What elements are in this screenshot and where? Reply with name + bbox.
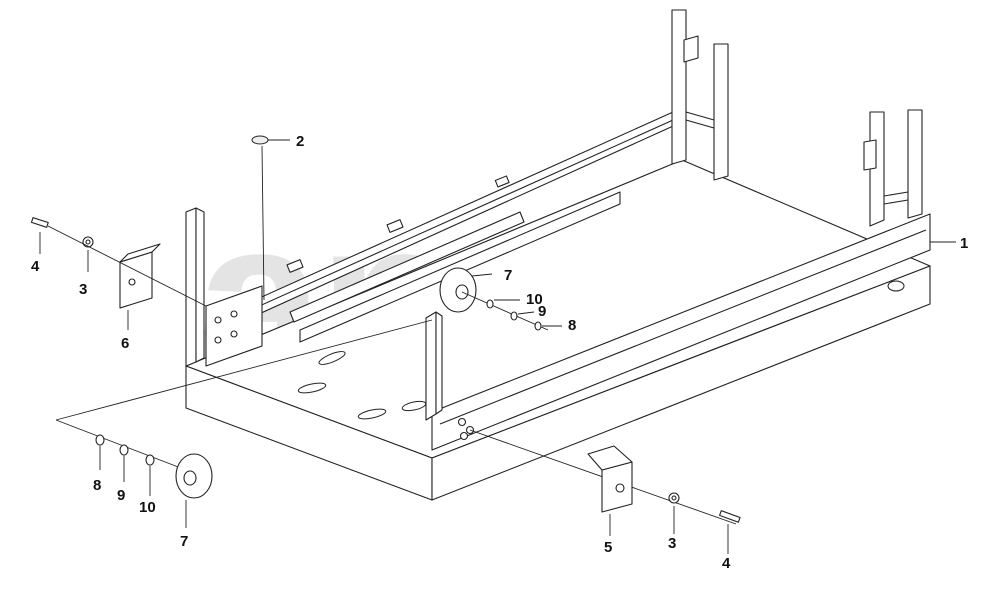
rail-clip xyxy=(286,259,304,273)
tray-divider-rail-lower xyxy=(299,191,621,343)
rear-bracket-right xyxy=(863,139,877,171)
callout-4: 4 xyxy=(722,555,731,572)
corner-hole xyxy=(459,431,469,441)
bolt-4-right xyxy=(719,510,741,523)
bracket-hole xyxy=(615,483,625,493)
center-wheel-stack xyxy=(439,267,562,331)
washer-10-center xyxy=(486,299,494,309)
callout-3: 3 xyxy=(79,281,87,298)
left-hardware xyxy=(30,217,207,330)
rear-crossbar-lower xyxy=(685,119,715,129)
leader-line xyxy=(261,145,265,301)
callout-7: 7 xyxy=(504,267,512,284)
rear-right-crossbar-lower xyxy=(883,199,909,205)
callout-8: 8 xyxy=(93,477,101,494)
left-wheel-stack xyxy=(55,319,433,528)
floor-slot xyxy=(357,408,387,420)
bracket-hole xyxy=(128,278,136,286)
plate-hole xyxy=(214,336,222,344)
washer-9-left xyxy=(119,444,129,456)
center-post-side xyxy=(435,311,443,415)
washer-hole xyxy=(671,495,677,501)
right-hardware xyxy=(469,429,741,554)
floor-slot xyxy=(318,351,346,365)
leader-line xyxy=(471,273,493,277)
callout-5: 5 xyxy=(604,539,612,556)
rail-crease xyxy=(439,229,927,425)
rear-rail-edge xyxy=(205,115,683,331)
leader-line xyxy=(55,319,433,421)
left-front-post xyxy=(185,207,197,367)
leader-line xyxy=(517,311,535,315)
callout-4: 4 xyxy=(31,258,40,275)
bracket-6-flange xyxy=(119,243,161,263)
rear-right-crossbar xyxy=(883,191,909,197)
left-front-post-side xyxy=(195,207,205,363)
rear-bracket-left xyxy=(683,35,699,63)
callout-10: 10 xyxy=(139,499,156,516)
callout-9: 9 xyxy=(117,487,125,504)
rear-post-right-b xyxy=(907,109,923,219)
tray-right-rail xyxy=(431,213,931,451)
part-2-grommet xyxy=(251,135,290,301)
washer-9-center xyxy=(510,311,518,321)
rear-crossbar xyxy=(685,111,715,121)
rail-clip xyxy=(386,219,404,233)
rear-post-left-b xyxy=(713,43,729,181)
callouts: 1 2 3 3 4 4 5 6 7 7 8 8 9 9 10 10 xyxy=(31,133,968,572)
left-mount-plate xyxy=(205,285,263,367)
washer-hole xyxy=(85,239,91,245)
washer-10-left xyxy=(145,454,155,466)
leader-line xyxy=(55,419,187,471)
tray-divider-rail xyxy=(289,211,525,323)
callout-9: 9 xyxy=(538,303,546,320)
callout-10: 10 xyxy=(526,291,543,308)
bolt-4-left xyxy=(30,217,49,228)
tray-right-skirt xyxy=(431,265,931,501)
callout-7: 7 xyxy=(180,533,188,550)
wheel-hub xyxy=(183,470,197,486)
tray-assembly xyxy=(185,9,931,501)
washer-8-left xyxy=(95,434,105,446)
leader-line xyxy=(47,225,207,307)
washer-8-center xyxy=(534,321,542,331)
callout-2: 2 xyxy=(296,133,304,150)
rear-post-left xyxy=(671,9,687,165)
callout-1: 1 xyxy=(960,235,968,252)
callout-3: 3 xyxy=(668,535,676,552)
plate-hole xyxy=(230,310,238,318)
plate-hole xyxy=(214,316,222,324)
callout-8: 8 xyxy=(568,317,576,334)
plate-hole xyxy=(230,330,238,338)
callout-6: 6 xyxy=(121,335,129,352)
corner-hole xyxy=(457,417,467,427)
bracket-5-flange xyxy=(587,445,633,471)
grommet-shape xyxy=(251,135,269,145)
floor-slot xyxy=(297,382,327,394)
side-hole xyxy=(887,280,905,292)
center-post xyxy=(425,311,437,421)
rail-clip xyxy=(494,175,510,188)
leader-line xyxy=(461,291,549,331)
